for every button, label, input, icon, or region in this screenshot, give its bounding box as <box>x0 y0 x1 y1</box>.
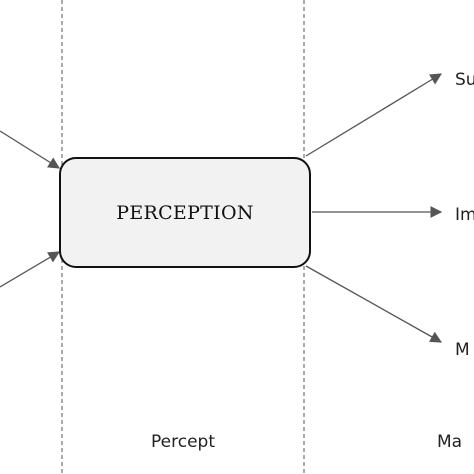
column-label-percept: Percept <box>151 432 215 452</box>
output-arrow-bottom <box>305 265 443 343</box>
perception-box <box>59 157 311 268</box>
perception-box-label: PERCEPTION <box>116 202 254 224</box>
input-arrow-bottom <box>0 251 61 288</box>
output-label-middle: Im <box>455 205 474 225</box>
output-label-bottom: M <box>455 340 470 360</box>
output-arrow-top <box>305 73 442 157</box>
output-label-top: Su <box>455 70 474 90</box>
input-arrow-top <box>0 130 60 169</box>
column-label-right: Ma <box>437 432 462 452</box>
